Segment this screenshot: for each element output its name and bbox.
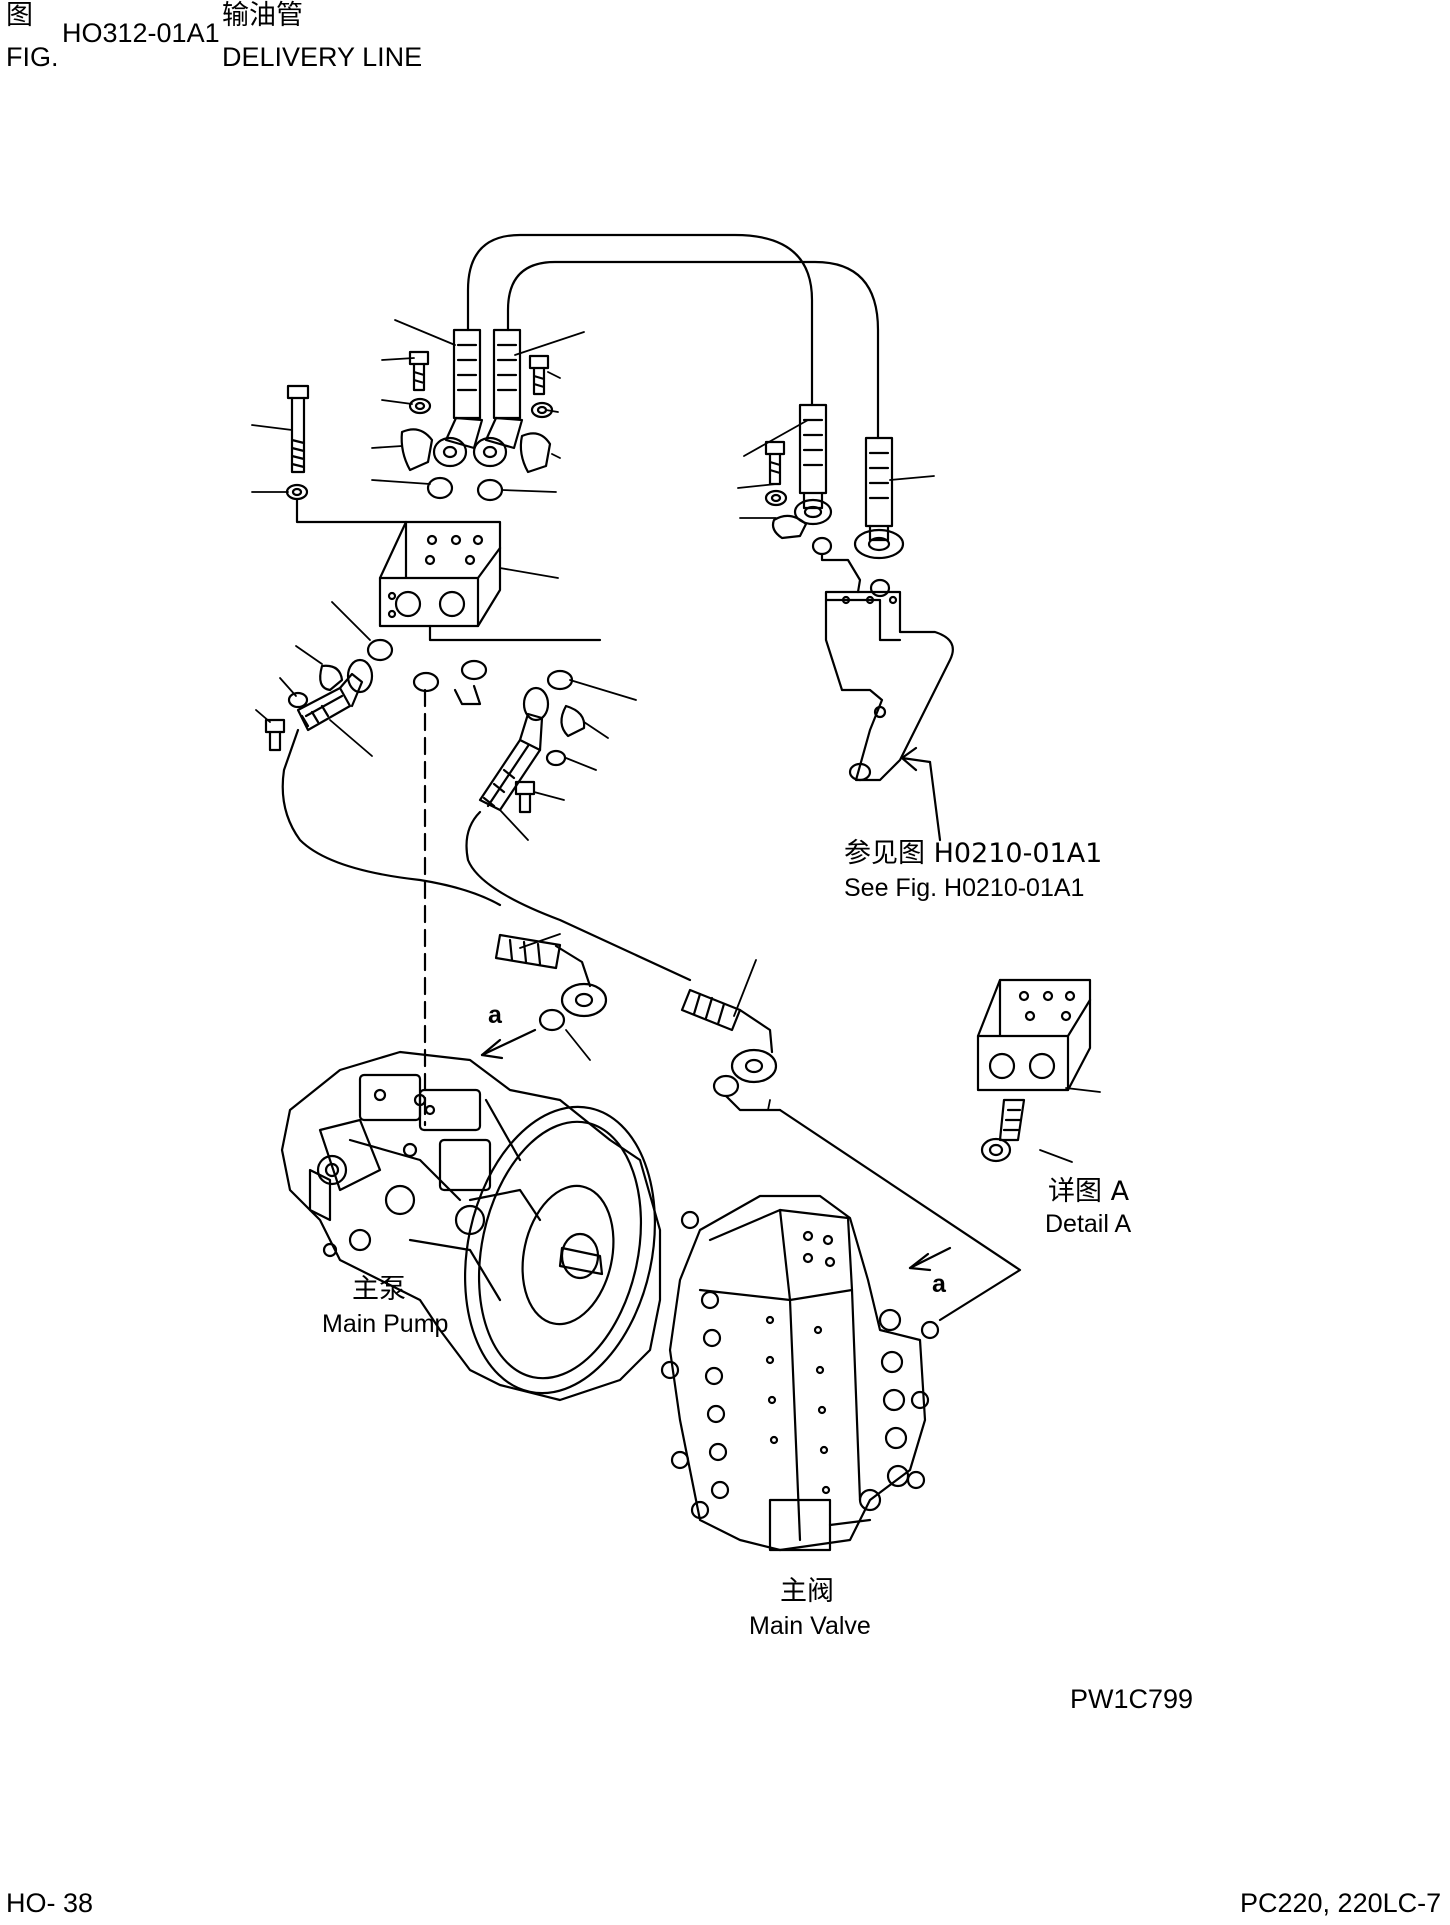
hose-fitting-mid-left: [298, 660, 372, 730]
leader-block-top: [297, 500, 406, 522]
bolt-small-1: [402, 352, 432, 470]
valve-spool-column: [860, 1310, 908, 1510]
drawing-number: PW1C799: [1070, 1684, 1194, 1714]
detail-a-block: [978, 980, 1090, 1090]
see-fig-label-en: See Fig. H0210-01A1: [844, 874, 1085, 902]
arrow-a-valve-label: a: [932, 1270, 946, 1298]
main-valve-label-en: Main Valve: [749, 1612, 871, 1640]
main-valve-label-cn: 主阀: [780, 1576, 834, 1607]
hose-fitting-lower-2: [682, 990, 776, 1082]
arrow-a-pump-label: a: [488, 1001, 502, 1029]
arrow-a-pump: [482, 1030, 535, 1058]
o-ring-mid-3: [462, 661, 486, 679]
arrow-a-valve: [910, 1248, 950, 1270]
fig-label-cn: 图: [6, 0, 33, 31]
leader-right: [822, 554, 860, 592]
hose-fitting-top-left-b: [474, 330, 522, 466]
bracket: [826, 592, 953, 780]
leader-valve-top: [726, 1096, 780, 1110]
fig-label-en: FIG.: [6, 42, 59, 72]
detail-a-fitting: [982, 1100, 1024, 1161]
see-fig-label-cn: 参见图 H0210-01A1: [844, 838, 1103, 869]
bolt-small-2: [521, 356, 552, 472]
o-ring-mid-1: [368, 640, 392, 660]
hose-fitting-lower-1: [496, 935, 606, 1016]
page-number: HO- 38: [6, 1888, 94, 1918]
o-ring-top-2: [478, 480, 502, 500]
title-en: DELIVERY LINE: [222, 42, 423, 72]
leader-valve-right: [780, 1110, 1020, 1320]
hose-left-lower: [283, 730, 500, 905]
detail-a-label-cn: 详图 A: [1048, 1176, 1130, 1207]
hose-fitting-mid-center: [480, 688, 548, 810]
o-ring-mid-4: [548, 671, 572, 689]
valve-ports-left: [702, 1292, 728, 1498]
valve-dots: [767, 1317, 829, 1493]
o-ring-leader: [455, 686, 480, 704]
model-number: PC220, 220LC-7: [1240, 1888, 1442, 1918]
main-pump-label-en: Main Pump: [322, 1310, 449, 1338]
bolt-long: [287, 386, 308, 499]
o-ring-right-1: [813, 538, 831, 554]
o-ring-mid-2: [414, 673, 438, 691]
bracket-arrow-head: [902, 758, 930, 762]
hose-fitting-top-right-a: [795, 405, 831, 524]
main-pump: [282, 1052, 680, 1411]
o-ring-valve: [714, 1076, 738, 1096]
junction-block: [380, 522, 500, 626]
fig-number: HO312-01A1: [62, 18, 220, 48]
o-ring-pump: [540, 1010, 564, 1030]
upper-hose-loop: [468, 235, 878, 438]
hose-fitting-top-right-b: [855, 438, 903, 558]
leader-block-bottom: [430, 626, 600, 640]
main-valve: [662, 1196, 938, 1550]
bolt-right: [766, 442, 806, 538]
clamp-center-group: [516, 706, 584, 812]
title-cn: 输油管: [222, 0, 303, 31]
part-leader-lines: [252, 320, 1100, 1162]
hose-center-lower: [467, 812, 691, 980]
clamp-left-group: [266, 666, 342, 750]
main-pump-label-cn: 主泵: [352, 1274, 406, 1305]
detail-a-label-en: Detail A: [1045, 1210, 1132, 1238]
o-ring-right-2: [871, 580, 889, 596]
bracket-arrow-tip: [902, 748, 916, 770]
bracket-leader: [930, 762, 940, 840]
o-ring-top-1: [428, 478, 452, 498]
